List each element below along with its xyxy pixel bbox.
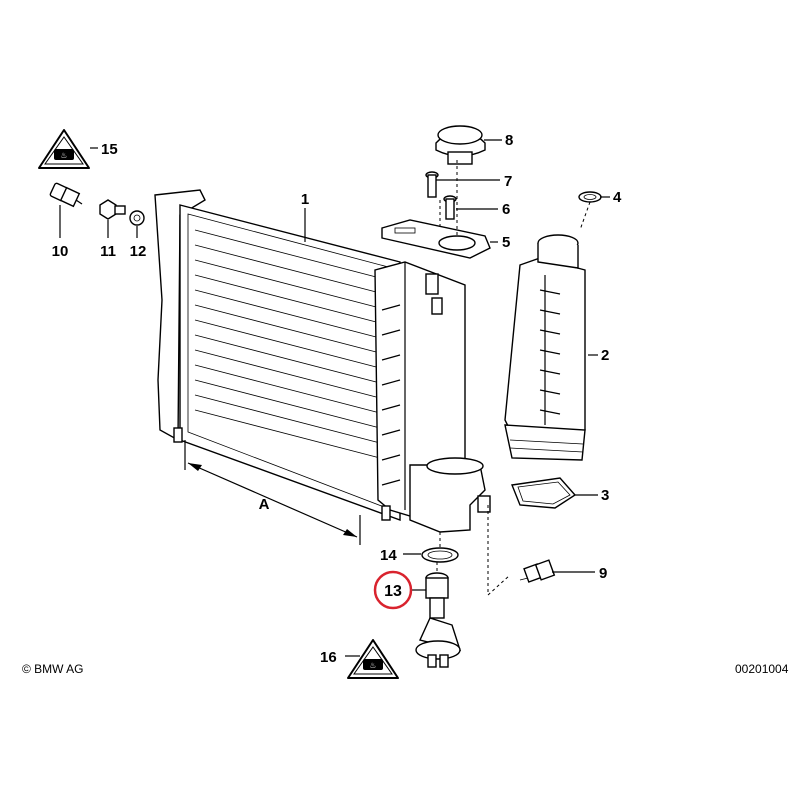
- radiator: [154, 189, 491, 533]
- dimension-a-label: A: [259, 496, 270, 513]
- expansion-tank: [504, 234, 586, 461]
- highlight-circle: [373, 570, 413, 610]
- radiator-core-frame: [179, 204, 401, 521]
- callout-10: 10: [52, 243, 69, 260]
- radiator-drain-port: [477, 495, 491, 513]
- screw-6: [443, 195, 457, 220]
- radiator-top-nipple: [425, 273, 439, 295]
- radiator-right-tank-ribs: [381, 262, 406, 510]
- expansion-tank-neck: [537, 243, 579, 269]
- svg-text:♨: ♨: [369, 661, 376, 670]
- callout-2: 2: [601, 347, 609, 364]
- callout-7: 7: [504, 173, 512, 190]
- radiator-bottom-cup: [409, 464, 486, 533]
- expansion-tank-base: [504, 424, 586, 461]
- callout-15: 15: [101, 141, 118, 158]
- callout-9: 9: [599, 565, 607, 582]
- callout-1: 1: [301, 191, 309, 208]
- radiator-fins: [194, 229, 381, 459]
- callouts: 1 2 3 4 5 6 7 8 9 10 11 12 13 14 15 16: [52, 132, 622, 666]
- radiator-mount-peg: [381, 505, 391, 521]
- copyright-label: © BMW AG: [22, 662, 84, 676]
- bleed-screw-9: [519, 559, 556, 583]
- o-ring-14: [421, 547, 459, 563]
- warning-triangle-15: ♨: [38, 129, 90, 169]
- callout-3: 3: [601, 487, 609, 504]
- dimension-a: A: [184, 440, 361, 545]
- sensor-10: [49, 182, 83, 208]
- callout-11: 11: [100, 243, 116, 260]
- sensor-13: [415, 572, 462, 668]
- radiator-vent-stub: [431, 297, 443, 315]
- gasket-3: [511, 477, 577, 509]
- callout-4: 4: [613, 189, 622, 206]
- radiator-mount-peg: [173, 427, 183, 443]
- figure-number: 00201004: [735, 662, 789, 676]
- callout-14: 14: [380, 547, 397, 564]
- bracket-5: [381, 219, 491, 259]
- assembly-lines: [436, 160, 591, 597]
- svg-text:♨: ♨: [60, 151, 67, 160]
- warning-triangle-16: ♨: [347, 639, 399, 679]
- cap-8: [435, 125, 486, 165]
- screw-7: [425, 171, 439, 198]
- bracket-5-hole: [438, 235, 476, 251]
- expansion-tank-ribs: [539, 275, 561, 425]
- o-ring-4: [578, 191, 602, 203]
- bolt-11: [99, 199, 126, 220]
- callout-8: 8: [505, 132, 513, 149]
- radiator-bottom-cup-opening: [426, 457, 484, 475]
- callout-5: 5: [502, 234, 510, 251]
- callout-16: 16: [320, 649, 337, 666]
- callout-13: 13: [384, 583, 402, 600]
- callout-6: 6: [502, 201, 510, 218]
- washer-12: [129, 210, 145, 226]
- leader-lines: [59, 139, 610, 657]
- callout-12: 12: [130, 243, 147, 260]
- expansion-tank-base-rings: [509, 439, 584, 453]
